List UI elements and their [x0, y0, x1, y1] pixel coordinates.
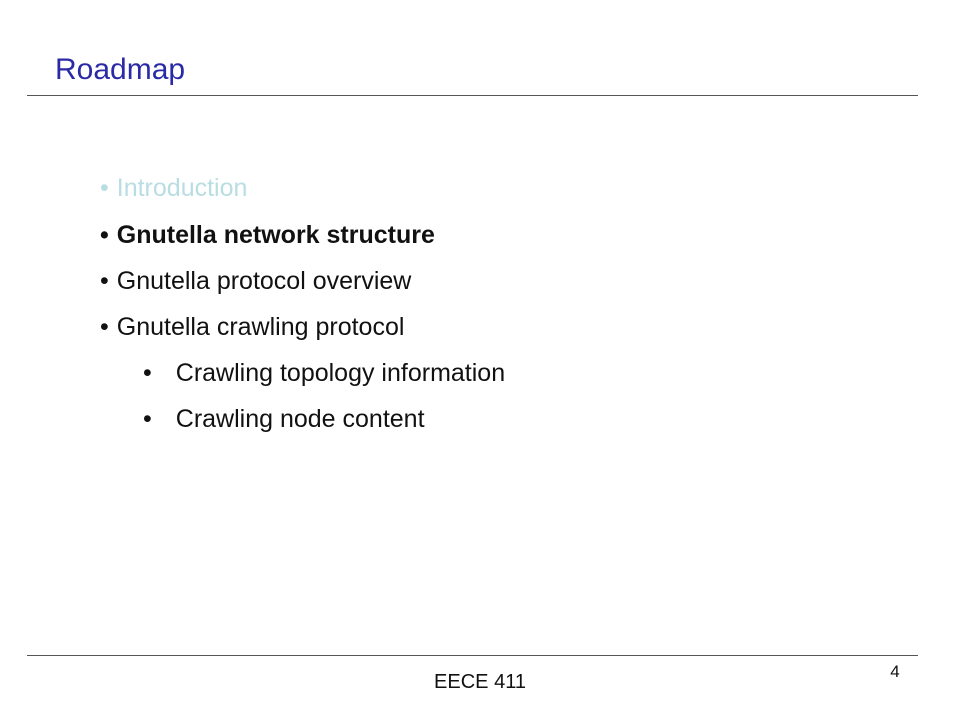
sub-bullet-item-topology: • Crawling topology information	[143, 358, 505, 388]
bullet-dot: •	[143, 359, 152, 387]
sub-bullet-item-node-content: • Crawling node content	[143, 404, 425, 434]
page-number: 4	[890, 662, 900, 681]
bullet-text: Gnutella crawling protocol	[116, 313, 405, 341]
bullet-dot: •	[100, 221, 109, 249]
bullet-item-protocol-overview: •Gnutella protocol overview	[100, 266, 411, 296]
bullet-item-introduction: •Introduction	[100, 173, 247, 203]
bullet-item-network-structure: •Gnutella network structure	[100, 220, 435, 250]
bullet-text: Gnutella protocol overview	[116, 267, 412, 295]
title-divider	[27, 95, 918, 96]
slide-title: Roadmap	[55, 53, 186, 86]
bullet-text: Crawling topology information	[175, 359, 506, 387]
bullet-dot: •	[100, 174, 109, 202]
footer-text: EECE 411	[434, 671, 526, 693]
bullet-text: Introduction	[116, 174, 248, 202]
footer-divider	[27, 655, 918, 656]
bullet-text: Crawling node content	[175, 405, 425, 433]
bullet-item-crawling-protocol: •Gnutella crawling protocol	[100, 312, 404, 342]
bullet-text: Gnutella network structure	[116, 221, 435, 249]
bullet-dot: •	[100, 267, 109, 295]
bullet-dot: •	[143, 405, 152, 433]
bullet-dot: •	[100, 313, 109, 341]
